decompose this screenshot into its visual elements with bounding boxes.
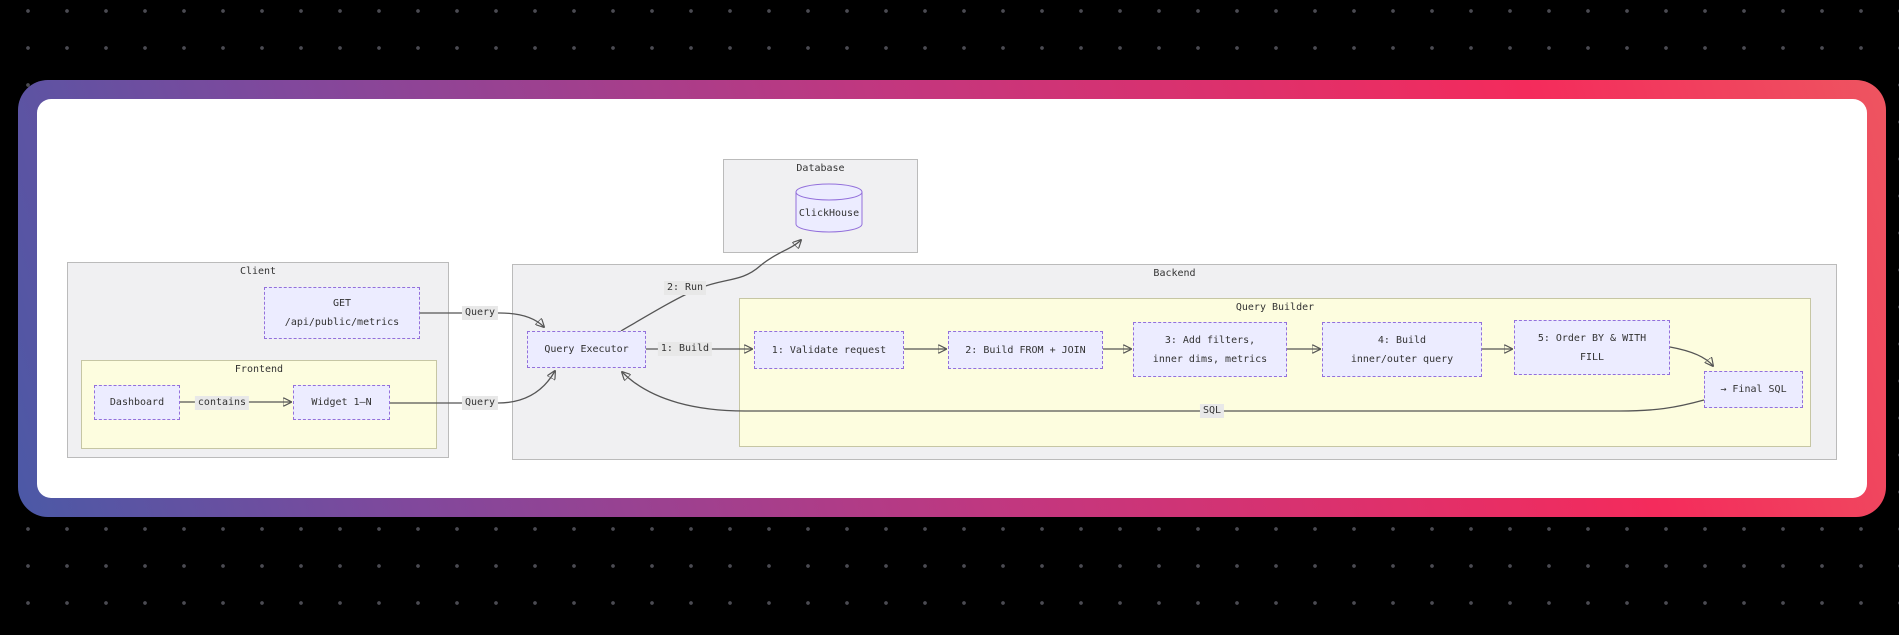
node-step5-order-by: 5: Order BY & WITH FILL [1514, 320, 1670, 375]
edge-label-query-get: Query [461, 306, 499, 320]
cluster-frontend-label: Frontend [234, 364, 284, 375]
node-step3-line1: 3: Add filters, [1164, 334, 1256, 346]
node-step1-label: 1: Validate request [771, 344, 887, 356]
node-clickhouse: ClickHouse [795, 182, 863, 234]
node-step2-label: 2: Build FROM + JOIN [965, 344, 1086, 356]
cluster-database: Database [723, 159, 918, 253]
edge-label-sql: SQL [1199, 404, 1225, 418]
node-get-line1: GET [332, 298, 352, 309]
node-step3-line2: inner dims, metrics [1152, 353, 1268, 365]
node-step4-inner-outer: 4: Build inner/outer query [1322, 322, 1482, 377]
node-step2-from-join: 2: Build FROM + JOIN [948, 331, 1103, 369]
edge-label-build: 1: Build [657, 342, 713, 356]
node-step4-line1: 4: Build [1377, 334, 1427, 346]
node-final-sql: → Final SQL [1704, 371, 1803, 408]
cylinder-icon [795, 183, 863, 233]
node-clickhouse-label: ClickHouse [798, 208, 860, 219]
edge-label-run: 2: Run [663, 281, 707, 295]
cluster-query-builder-label: Query Builder [1235, 302, 1315, 313]
node-dashboard: Dashboard [94, 385, 180, 420]
node-get-endpoint: GET /api/public/metrics [264, 287, 420, 339]
cluster-database-label: Database [796, 163, 845, 174]
cluster-client-label: Client [239, 266, 277, 277]
node-final-sql-label: → Final SQL [1720, 384, 1787, 395]
node-step4-line2: inner/outer query [1350, 353, 1454, 365]
node-query-executor: Query Executor [527, 331, 646, 368]
cluster-backend-label: Backend [1153, 268, 1196, 279]
node-step3-filters: 3: Add filters, inner dims, metrics [1133, 322, 1287, 377]
node-step1-validate: 1: Validate request [754, 331, 904, 369]
node-step5-line2: FILL [1579, 351, 1605, 363]
node-get-line2: /api/public/metrics [284, 317, 400, 328]
node-dashboard-label: Dashboard [109, 397, 165, 408]
node-widget: Widget 1–N [293, 385, 390, 420]
edge-label-query-widget: Query [461, 396, 499, 410]
edge-label-contains: contains [194, 396, 250, 410]
node-step5-line1: 5: Order BY & WITH [1537, 332, 1647, 344]
node-query-executor-label: Query Executor [544, 344, 629, 355]
node-widget-label: Widget 1–N [311, 397, 372, 408]
